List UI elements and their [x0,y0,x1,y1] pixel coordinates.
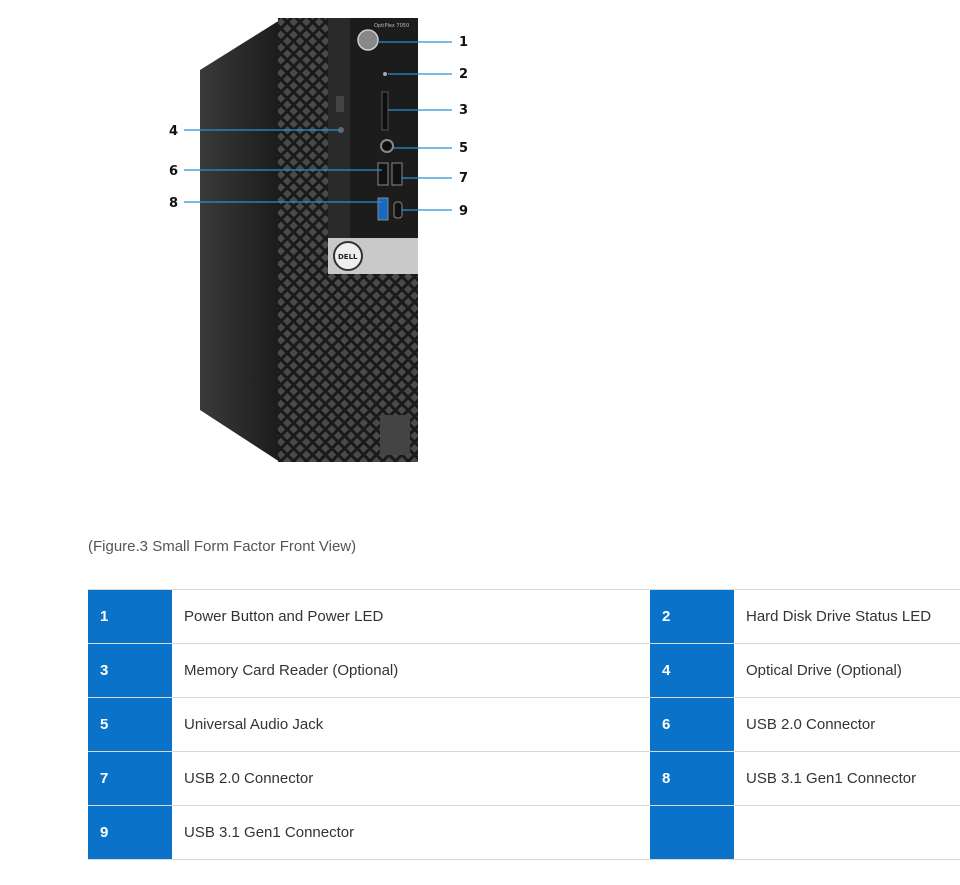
table-row: 1 Power Button and Power LED 2 Hard Disk… [88,589,960,644]
table-row: 9 USB 3.1 Gen1 Connector [88,805,960,860]
hdd-led [383,72,387,76]
callout-7: 7 [459,171,468,186]
model-label-text: OptiPlex 7050 [374,23,409,29]
table-row: 3 Memory Card Reader (Optional) 4 Optica… [88,643,960,698]
front-mesh [278,18,418,462]
row-label: USB 3.1 Gen1 Connector [172,805,650,860]
callout-lines [184,41,452,211]
usb2-port-right [391,162,403,186]
usb31-port-a [377,197,389,221]
usb2-port-left [377,162,389,186]
row-number: 2 [650,589,734,644]
optiplex-front-view-illustration: OptiPlex 7050 DELL [169,18,468,462]
row-number: 1 [88,589,172,644]
row-label: USB 2.0 Connector [734,697,960,752]
callout-2: 2 [459,67,468,82]
callout-3: 3 [459,103,468,118]
row-label: USB 2.0 Connector [172,751,650,806]
component-table: 1 Power Button and Power LED 2 Hard Disk… [88,589,960,860]
optical-eject-button [336,96,344,112]
row-number: 8 [650,751,734,806]
optical-eject-indicator [338,127,344,133]
product-figure: OptiPlex 7050 DELL [160,10,480,480]
callout-4: 4 [169,124,178,139]
row-label: Optical Drive (Optional) [734,643,960,698]
row-number: 6 [650,697,734,752]
row-number [650,805,734,860]
power-button [357,29,379,51]
audio-jack [380,139,394,153]
usb31-port-c [393,201,403,219]
row-label: Hard Disk Drive Status LED [734,589,960,644]
row-label: USB 3.1 Gen1 Connector [734,751,960,806]
figure-caption: (Figure.3 Small Form Factor Front View) [88,538,357,555]
optical-drive-bay [328,18,350,260]
dell-logo-text: DELL [338,253,358,261]
callout-8: 8 [169,196,178,211]
callout-9: 9 [459,204,468,219]
row-number: 9 [88,805,172,860]
card-reader-slot [381,91,389,131]
callout-5: 5 [459,141,468,156]
row-number: 3 [88,643,172,698]
case-badge [380,415,410,455]
row-label: Memory Card Reader (Optional) [172,643,650,698]
case-side-panel [200,20,280,462]
row-label: Universal Audio Jack [172,697,650,752]
table-row: 5 Universal Audio Jack 6 USB 2.0 Connect… [88,697,960,752]
row-number: 4 [650,643,734,698]
table-row: 7 USB 2.0 Connector 8 USB 3.1 Gen1 Conne… [88,751,960,806]
row-label [734,805,960,860]
row-number: 5 [88,697,172,752]
dell-logo [333,241,363,271]
row-label: Power Button and Power LED [172,589,650,644]
callout-1: 1 [459,35,468,50]
callout-6: 6 [169,164,178,179]
row-number: 7 [88,751,172,806]
